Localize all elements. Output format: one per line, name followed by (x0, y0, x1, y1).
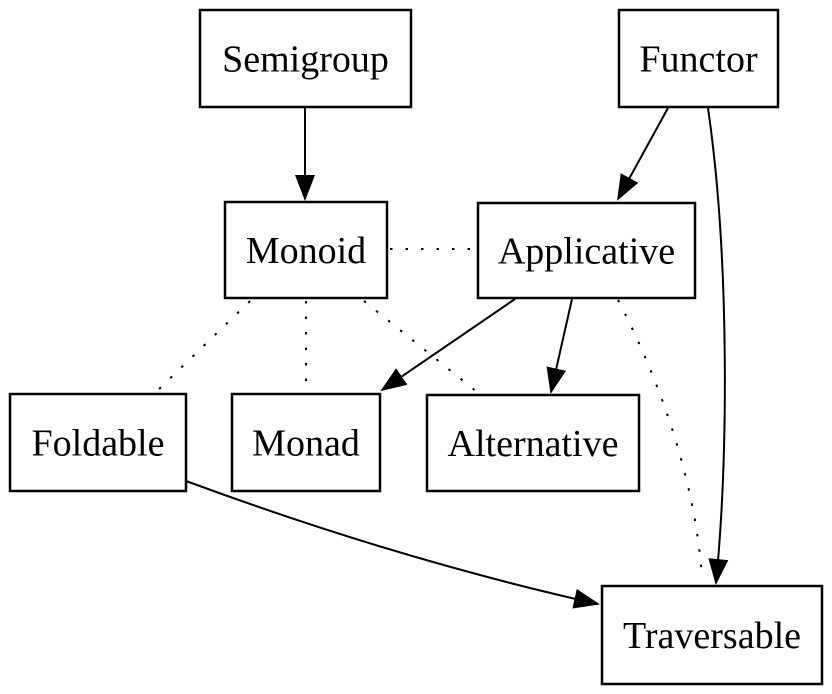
node-monoid-box (223, 200, 389, 300)
node-alternative-label: Alternative (448, 423, 619, 465)
edge-functor-traversable-arrow (707, 107, 729, 585)
node-foldable-box (8, 392, 188, 493)
edge-monoid-foldable-dotted-line (156, 300, 251, 392)
edge-functor-applicative-arrow (617, 107, 669, 201)
node-semigroup: Semigroup (198, 8, 413, 109)
node-alternative-box (425, 393, 641, 493)
node-functor: Functor (617, 8, 780, 109)
node-traversable-box (600, 584, 824, 686)
node-functor-label: Functor (639, 39, 758, 81)
edge-applicative-alternative-arrow (546, 298, 573, 394)
node-monoid: Monoid (223, 200, 389, 300)
node-foldable: Foldable (8, 392, 188, 493)
edge-monoid-alternative-dotted-line (363, 300, 478, 393)
node-applicative-label: Applicative (498, 231, 675, 273)
edge-foldable-traversable-arrow (185, 480, 600, 609)
node-semigroup-box (198, 8, 413, 109)
node-traversable-label: Traversable (623, 615, 801, 657)
node-monad-box (230, 392, 382, 493)
node-traversable: Traversable (600, 584, 824, 686)
node-semigroup-label: Semigroup (222, 39, 389, 81)
node-applicative: Applicative (476, 201, 697, 300)
edge-applicative-traversable-dotted-line (617, 299, 703, 579)
edges-layer (156, 107, 729, 609)
node-alternative: Alternative (425, 393, 641, 493)
node-monoid-label: Monoid (246, 230, 366, 272)
node-monad: Monad (230, 392, 382, 493)
node-functor-box (617, 8, 780, 109)
node-foldable-label: Foldable (32, 423, 165, 465)
node-monad-label: Monad (252, 423, 360, 465)
node-applicative-box (476, 201, 697, 300)
edge-applicative-monad-arrow (380, 298, 516, 392)
